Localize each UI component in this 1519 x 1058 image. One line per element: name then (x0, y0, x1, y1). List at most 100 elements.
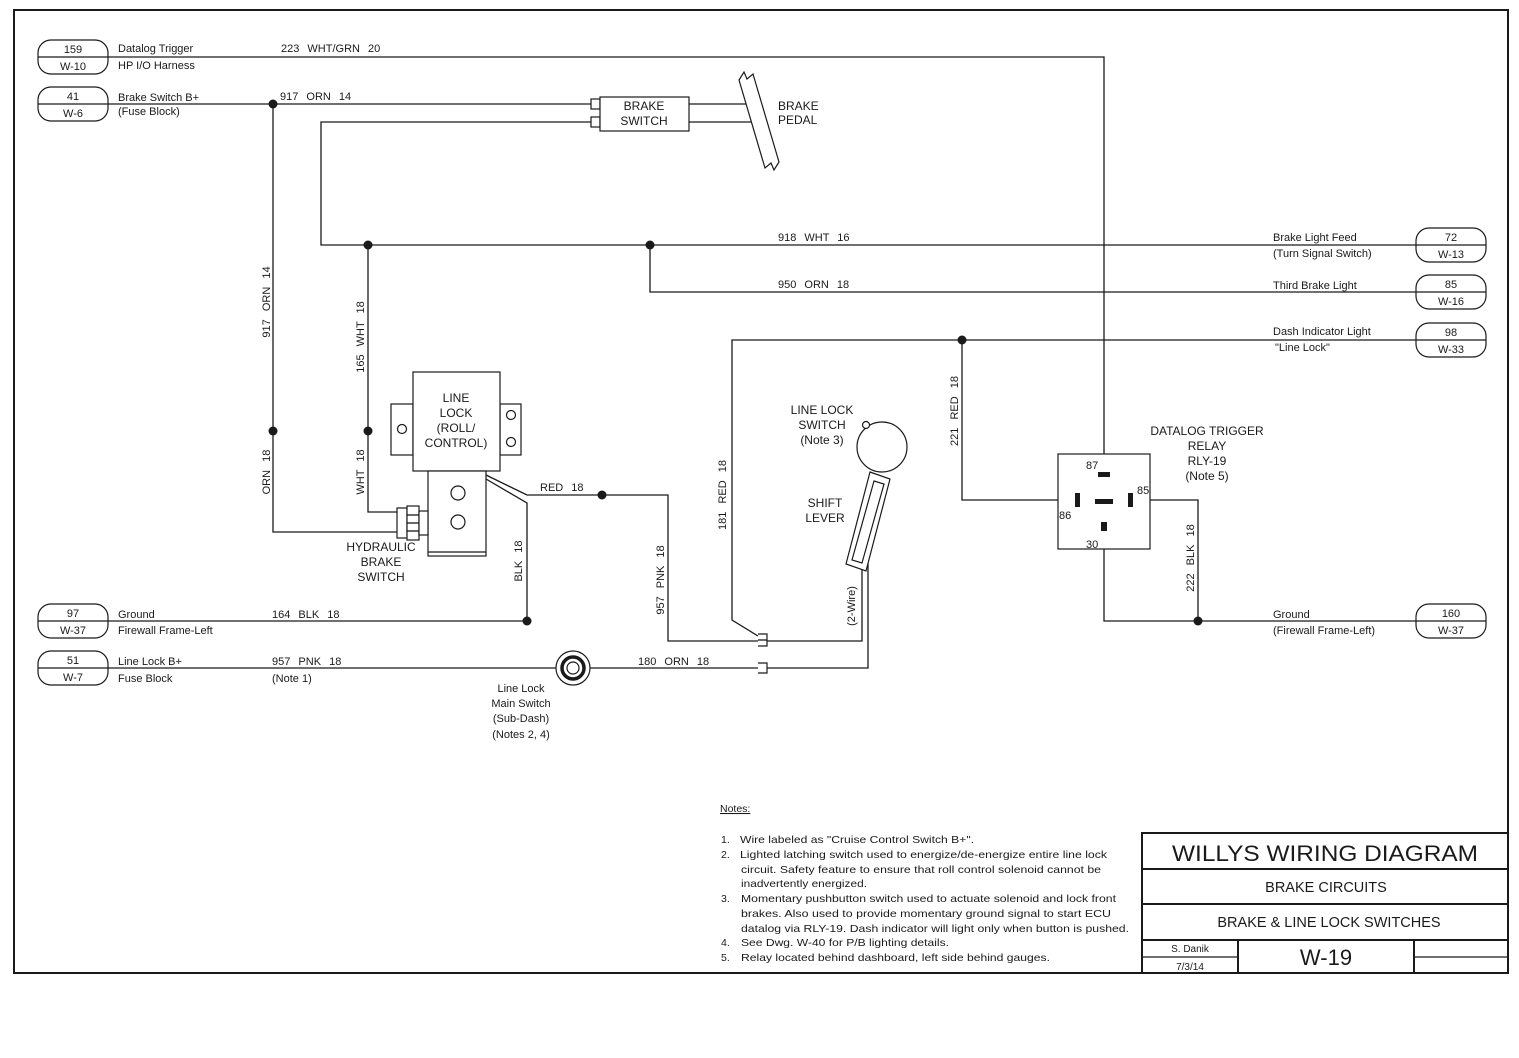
wire-label: 165 WHT 18 (355, 301, 367, 373)
connector-pin: 160 (1442, 608, 1460, 620)
connector-pin: 51 (67, 655, 79, 667)
wire-note: (Note 1) (272, 673, 312, 685)
junction-dot (957, 335, 967, 345)
note-line: Lighted latching switch used to energize… (740, 849, 1108, 861)
hydraulic-switch-label: SWITCH (357, 570, 404, 584)
brake-switch: BRAKE SWITCH (590, 96, 690, 132)
relay-label: (Note 5) (1185, 469, 1228, 483)
connector-tag-97: 97 W-37 (37, 603, 109, 639)
note-number: 3. (721, 893, 730, 905)
wire-223-wht-grn-20 (108, 56, 1105, 473)
connector-ref: W-7 (63, 672, 83, 684)
drawing-date: 7/3/14 (1176, 962, 1204, 973)
connector-tag-51: 51 W-7 (37, 650, 109, 686)
wire-label: BLK 18 (513, 540, 525, 581)
connector-tag-85: 85 W-16 (1415, 274, 1487, 310)
wire-label: 950 ORN 18 (778, 279, 849, 291)
connector-sublabel: Fuse Block (118, 673, 173, 685)
wire-label: 180 ORN 18 (638, 656, 709, 668)
solenoid-label: LOCK (440, 406, 473, 420)
connector-pin: 41 (67, 91, 79, 103)
mount-hole (505, 409, 517, 421)
wire-label: 164 BLK 18 (272, 609, 340, 621)
junction-dot (363, 426, 373, 436)
junction-dot (268, 426, 278, 436)
port-circle (450, 514, 466, 530)
wires (108, 56, 1416, 669)
wire-917-orn-14-branch (272, 104, 397, 533)
connector-sublabel: Firewall Frame-Left (118, 625, 213, 637)
shift-switch-label: SWITCH (798, 418, 845, 432)
relay-pin-30 (1101, 522, 1107, 531)
connector-pin: 159 (64, 44, 82, 56)
line-lock-button (856, 421, 908, 473)
main-switch-label: (Notes 2, 4) (492, 729, 549, 741)
connector-label: Third Brake Light (1273, 280, 1357, 292)
shift-lever-label: SHIFT (808, 496, 843, 510)
connector-sublabel: "Line Lock" (1275, 342, 1330, 354)
relay-pin-label: 30 (1086, 539, 1098, 551)
connector-label: Brake Switch B+ (118, 92, 199, 104)
hydraulic-brake-switch: HYDRAULIC BRAKE SWITCH (346, 505, 429, 584)
wire-918-wht-16 (320, 121, 1416, 246)
wire-relay-30-ground (1103, 530, 1416, 622)
drawing-border (13, 9, 1509, 974)
main-switch-label: Line Lock (497, 683, 545, 695)
connector-ref: W-10 (60, 61, 86, 73)
wire-label: 223 WHT/GRN 20 (281, 43, 380, 55)
wire-label: 222 BLK 18 (1185, 524, 1197, 592)
relay-pin-85 (1128, 493, 1133, 507)
relay-pin-label: 85 (1137, 485, 1149, 497)
sheet-title: BRAKE & LINE LOCK SWITCHES (1217, 915, 1440, 931)
drawing-subtitle: BRAKE CIRCUITS (1265, 880, 1387, 896)
junction-dot (645, 240, 655, 250)
note-line: inadvertently energized. (741, 878, 867, 890)
brake-pedal-label: PEDAL (778, 113, 818, 127)
note-line: Wire labeled as "Cruise Control Switch B… (740, 834, 974, 846)
note-line: datalog via RLY-19. Dash indicator will … (741, 923, 1129, 935)
note-number: 4. (721, 937, 730, 949)
shift-lever: LINE LOCK SWITCH (Note 3) SHIFT LEVER (791, 403, 908, 572)
connector-label: Dash Indicator Light (1273, 326, 1371, 338)
connector-label: Line Lock B+ (118, 656, 182, 668)
wire-red-18 (485, 474, 758, 642)
connector-pin: 98 (1445, 327, 1457, 339)
connector-pin: 97 (67, 608, 79, 620)
wire-label: RED 18 (540, 482, 584, 494)
inline-connector (758, 633, 768, 674)
notes: Notes: 1. Wire labeled as "Cruise Contro… (720, 803, 1129, 964)
relay-pin-87 (1098, 472, 1110, 477)
shift-switch-label: (Note 3) (800, 433, 843, 447)
note-number: 1. (721, 834, 730, 846)
main-switch-label: Main Switch (491, 698, 550, 710)
connector-ref: W-37 (60, 625, 86, 637)
relay-pin-86 (1075, 493, 1080, 507)
connector-ref: W-37 (1438, 625, 1464, 637)
port-circle (450, 485, 466, 501)
line-lock-solenoid: LINE LOCK (ROLL/ CONTROL) (390, 371, 522, 557)
relay-pin-label: 86 (1059, 510, 1071, 522)
note-line: See Dwg. W-40 for P/B lighting details. (741, 937, 949, 949)
junction-dot (597, 490, 607, 500)
shift-lever-label: LEVER (805, 511, 845, 525)
wire-label: 221 RED 18 (949, 376, 961, 446)
hydraulic-switch-label: BRAKE (361, 555, 402, 569)
connector-pin: 85 (1445, 279, 1457, 291)
wire-shift-lever-lower (767, 563, 869, 669)
connector-sublabel: HP I/O Harness (118, 60, 195, 72)
wire-221-red-18 (961, 340, 1075, 501)
connector-tag-98: 98 W-33 (1415, 322, 1487, 358)
wire-181-red-18 (731, 339, 1416, 637)
relay-pin-label: 87 (1086, 460, 1098, 472)
connector-ref: W-13 (1438, 249, 1464, 261)
connector-tag-72: 72 W-13 (1415, 227, 1487, 263)
wire-label: 918 WHT 16 (778, 232, 850, 244)
relay-label: RLY-19 (1188, 454, 1227, 468)
wire-label: 917 ORN 14 (261, 266, 273, 337)
connector-ref: W-6 (63, 108, 83, 120)
wire-165-wht-18 (367, 245, 397, 513)
drawing-number: W-19 (1300, 945, 1352, 970)
connector-label: Ground (118, 609, 155, 621)
junction-dot (1193, 616, 1203, 626)
note-line: brakes. Also used to provide momentary g… (741, 908, 1111, 920)
